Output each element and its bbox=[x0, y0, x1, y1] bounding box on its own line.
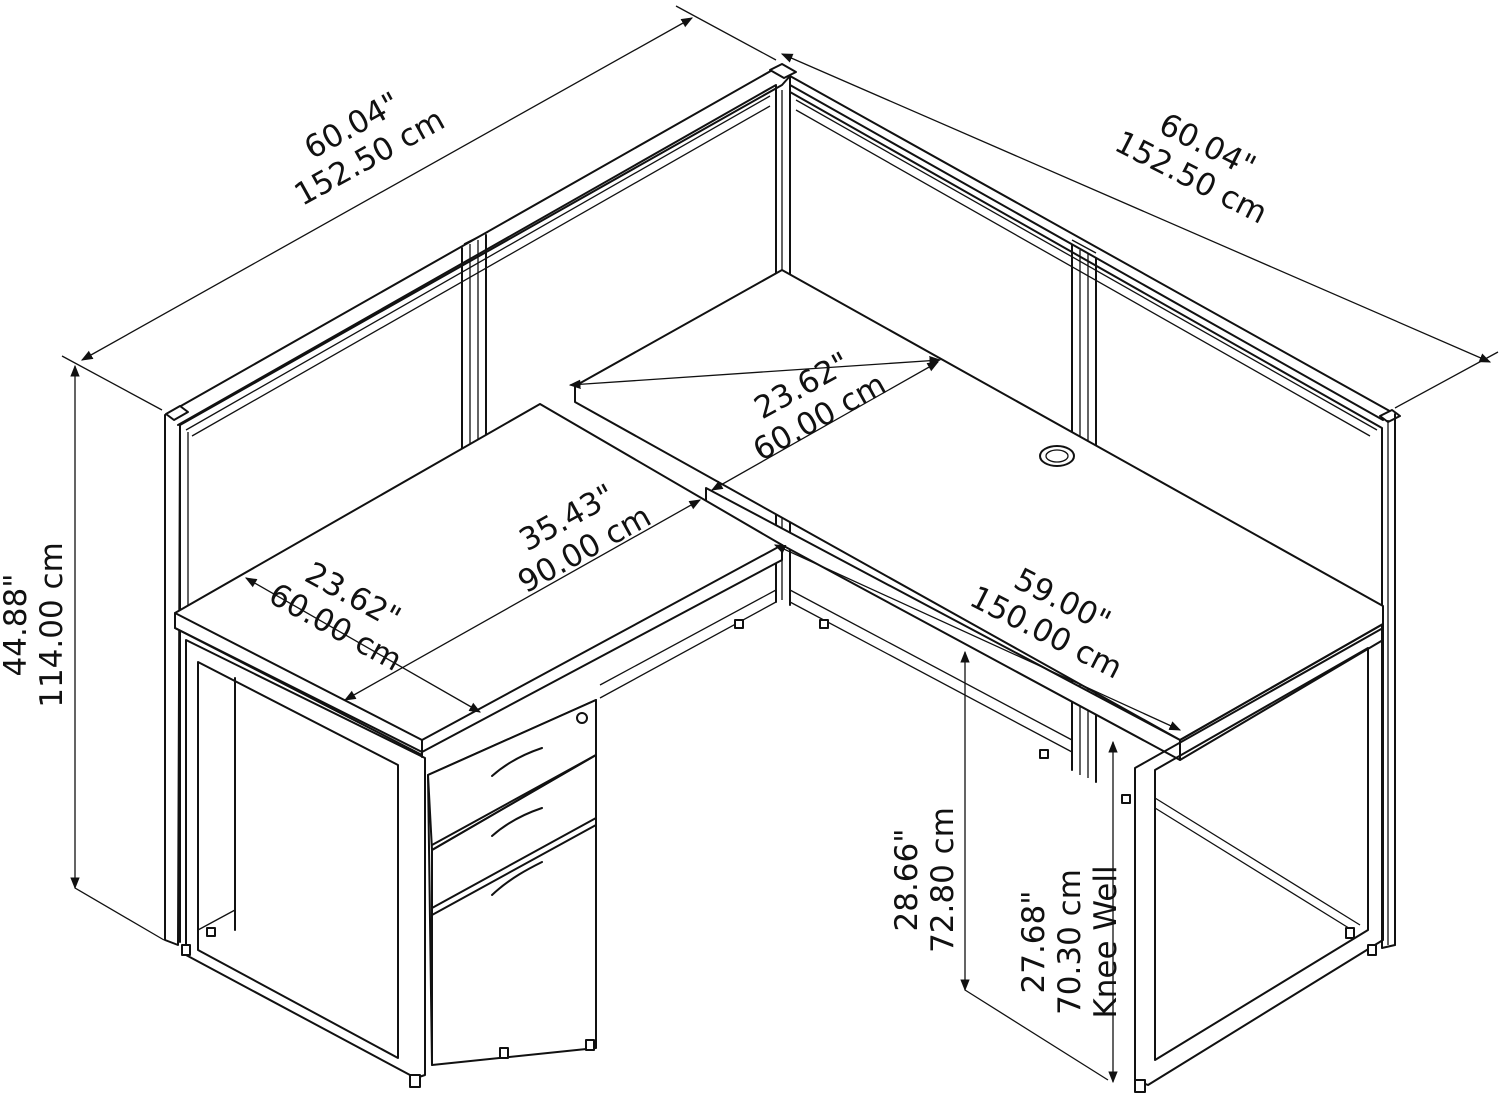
desk-legs bbox=[181, 619, 1384, 1093]
dim-knee-well-label: Knee Well bbox=[1088, 865, 1124, 1018]
mobile-pedestal bbox=[427, 699, 597, 1066]
dim-desk-height: 28.66" 72.80 cm bbox=[889, 807, 961, 953]
dim-panel-height-imperial: 44.88" bbox=[0, 573, 34, 676]
l-desk-surfaces bbox=[174, 269, 1384, 761]
dim-right-panel-width: 60.04" 152.50 cm bbox=[1109, 106, 1273, 231]
dim-panel-height-metric: 114.00 cm bbox=[34, 542, 70, 708]
dim-left-panel-width: 60.04" 152.50 cm bbox=[289, 85, 451, 213]
dim-knee-well-imperial: 27.68" bbox=[1016, 890, 1052, 993]
dim-knee-well-metric: 70.30 cm bbox=[1052, 869, 1088, 1015]
dimension-lines bbox=[61, 5, 1499, 1084]
dim-knee-well: 27.68" 70.30 cm Knee Well bbox=[1016, 865, 1124, 1018]
dim-panel-height: 44.88" 114.00 cm bbox=[0, 542, 70, 708]
dim-desk-height-metric: 72.80 cm bbox=[925, 807, 961, 953]
dim-desk-height-imperial: 28.66" bbox=[889, 828, 925, 931]
